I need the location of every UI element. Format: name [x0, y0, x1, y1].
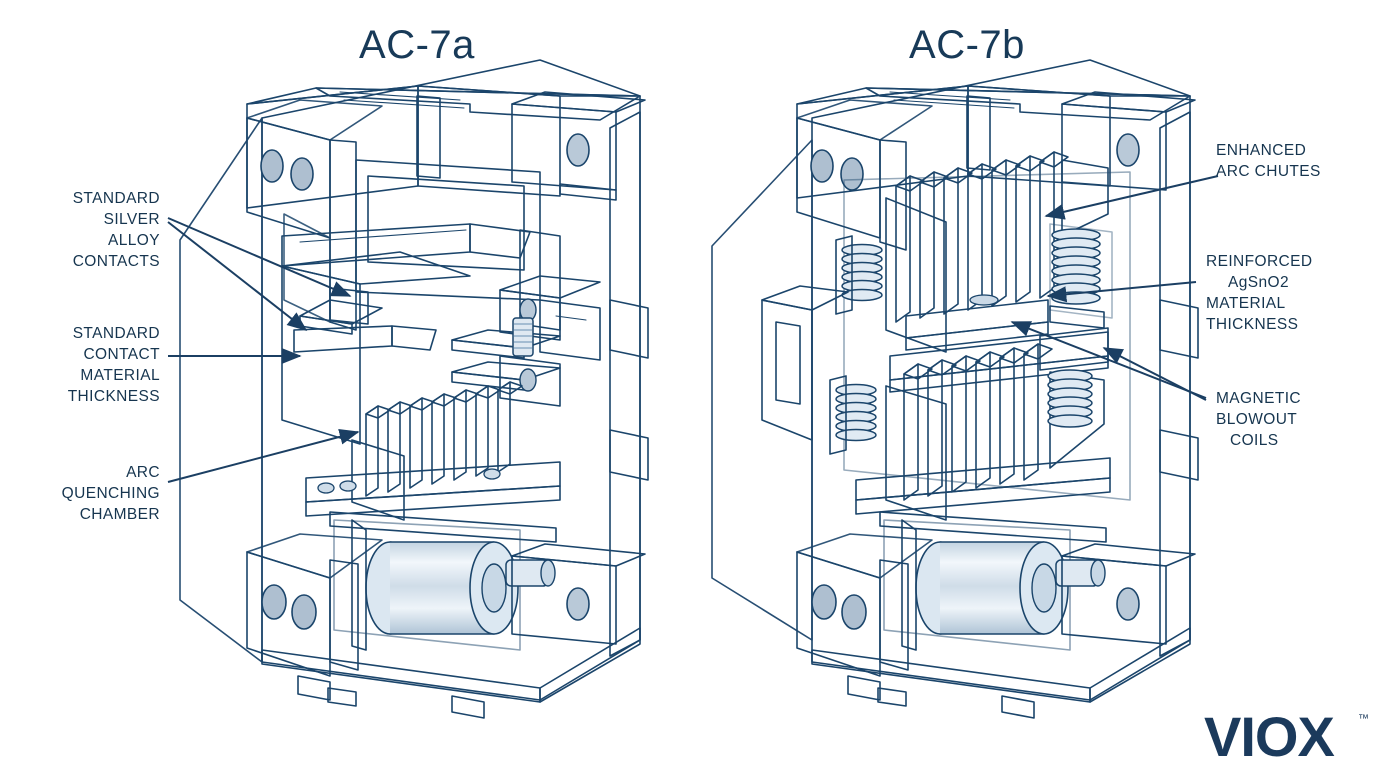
terminal-hole	[291, 594, 317, 630]
screw	[512, 317, 534, 357]
svg-text:ARC CHUTES: ARC CHUTES	[1216, 163, 1321, 180]
svg-text:CONTACTS: CONTACTS	[73, 253, 160, 270]
blowout-coil-lower-left	[829, 375, 877, 455]
terminal-hole	[811, 584, 837, 620]
svg-text:ARC: ARC	[126, 464, 160, 481]
blowout-coil-upper-left	[835, 235, 883, 315]
terminal-hole	[810, 149, 834, 183]
annotation-leaders-left	[167, 217, 360, 483]
terminal-hole	[290, 157, 314, 191]
title-right: AC-7b	[909, 23, 1025, 67]
leader-silver-contacts-2	[167, 221, 308, 331]
svg-text:CHAMBER: CHAMBER	[80, 506, 160, 523]
contactor-left-ac7a	[179, 59, 649, 719]
svg-text:ENHANCED: ENHANCED	[1216, 142, 1306, 159]
solenoid-coil-right	[879, 511, 1107, 651]
terminal-hole	[1116, 133, 1140, 167]
svg-text:BLOWOUT: BLOWOUT	[1216, 411, 1297, 428]
leader-arc-chamber	[167, 428, 360, 483]
svg-text:SILVER: SILVER	[104, 211, 160, 228]
svg-text:MAGNETIC: MAGNETIC	[1216, 390, 1301, 407]
logo-wordmark: VIOX	[1204, 705, 1334, 767]
viox-logo: VIOX ™	[1204, 705, 1369, 767]
terminal-hole	[261, 584, 287, 620]
terminal-hole	[260, 149, 284, 183]
label-standard-contact-material-thickness: STANDARD CONTACT MATERIAL THICKNESS	[68, 325, 160, 405]
leader-reinforced-material	[1046, 281, 1197, 303]
svg-text:REINFORCED: REINFORCED	[1206, 253, 1312, 270]
svg-text:THICKNESS: THICKNESS	[68, 388, 160, 405]
label-arc-quenching-chamber: ARC QUENCHING CHAMBER	[62, 464, 160, 523]
annotation-leaders-right	[1010, 175, 1219, 401]
svg-text:STANDARD: STANDARD	[73, 190, 160, 207]
label-magnetic-blowout-coils: MAGNETIC BLOWOUT COILS	[1216, 390, 1301, 449]
title-left: AC-7a	[359, 23, 475, 67]
leader-silver-contacts-1	[167, 217, 352, 297]
solenoid-coil-left	[329, 511, 557, 651]
terminal-hole	[1116, 587, 1140, 621]
label-enhanced-arc-chutes: ENHANCED ARC CHUTES	[1216, 142, 1321, 180]
svg-text:THICKNESS: THICKNESS	[1206, 316, 1298, 333]
terminal-hole	[841, 594, 867, 630]
svg-text:MATERIAL: MATERIAL	[1206, 295, 1286, 312]
terminal-hole	[566, 133, 590, 167]
svg-text:CONTACT: CONTACT	[83, 346, 160, 363]
svg-text:QUENCHING: QUENCHING	[62, 485, 160, 502]
label-standard-silver-alloy-contacts: STANDARD SILVER ALLOY CONTACTS	[73, 190, 160, 270]
logo-trademark: ™	[1358, 713, 1369, 725]
terminal-hole	[840, 157, 864, 191]
svg-text:ALLOY: ALLOY	[108, 232, 160, 249]
svg-text:COILS: COILS	[1230, 432, 1279, 449]
svg-text:STANDARD: STANDARD	[73, 325, 160, 342]
arc-chute-upper-right	[885, 151, 1109, 353]
leader-magnetic-blowout-2	[1102, 347, 1207, 401]
terminal-hole	[566, 587, 590, 621]
svg-text:AgSnO2: AgSnO2	[1228, 274, 1289, 291]
leader-enhanced-arc-chutes	[1044, 175, 1219, 220]
arc-chute-lower-right	[885, 343, 1105, 521]
label-reinforced-agsno2-material-thickness: REINFORCED AgSnO2 MATERIAL THICKNESS	[1206, 253, 1312, 333]
blowout-coil-lower-right	[1047, 369, 1093, 428]
svg-text:MATERIAL: MATERIAL	[80, 367, 160, 384]
